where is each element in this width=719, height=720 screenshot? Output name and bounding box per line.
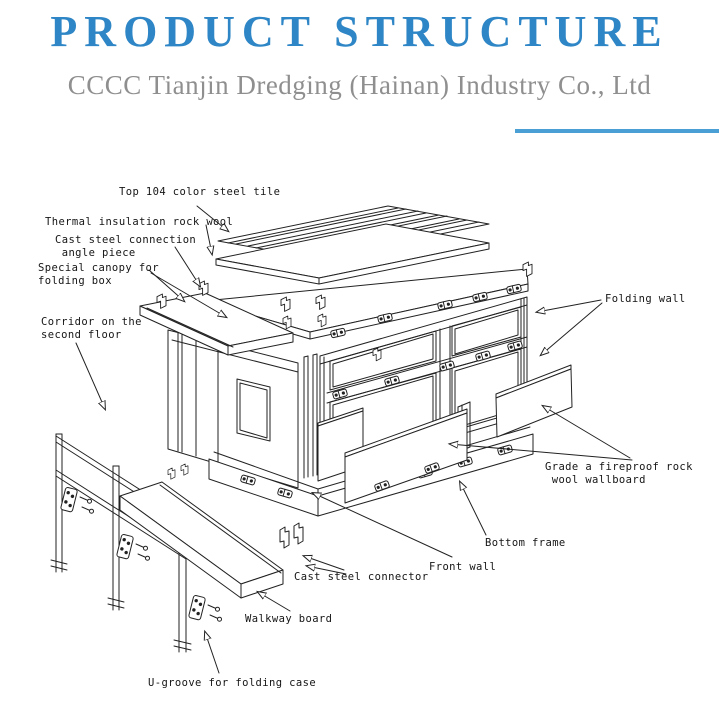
left-wall-drawing [167,329,299,489]
label-folding-wall: Folding wall [605,293,686,305]
page-title: PRODUCT STRUCTURE [50,7,669,56]
label-top-steel-tile: Top 104 color steel tile [119,186,281,198]
cast-steel-connectors-drawing [279,522,304,549]
insulation-panel-drawing [215,223,490,285]
canopy-drawing [139,292,294,356]
right-wallboards-drawing [457,364,573,453]
company-subtitle: CCCC Tianjin Dredging (Hainan) Industry … [67,70,652,100]
label-special-canopy: Special canopy for folding box [38,262,159,287]
label-fireproof-wallboard: Grade a fireproof rock wool wallboard [545,461,693,486]
label-bottom-frame: Bottom frame [485,537,566,549]
label-cast-steel-connector: Cast steel connector [294,571,429,583]
front-wall-panels-drawing [317,407,468,504]
leader-arrows [75,205,633,674]
box-front-face-drawing [319,296,528,476]
u-groove-bracket-drawing [187,594,222,622]
blue-rule [515,129,719,133]
label-corridor-second-floor: Corridor on the second floor [41,316,142,341]
label-walkway-board: Walkway board [245,613,333,625]
label-u-groove: U-groove for folding case [148,677,317,689]
label-thermal-insulation-rock-wool: Thermal insulation rock wool [45,216,234,228]
walkway-board-drawing [119,481,284,599]
label-cast-steel-connection-angle-piece: Cast steel connection angle piece [55,234,197,259]
label-front-wall: Front wall [429,561,497,573]
corner-post-drawing [303,353,318,479]
